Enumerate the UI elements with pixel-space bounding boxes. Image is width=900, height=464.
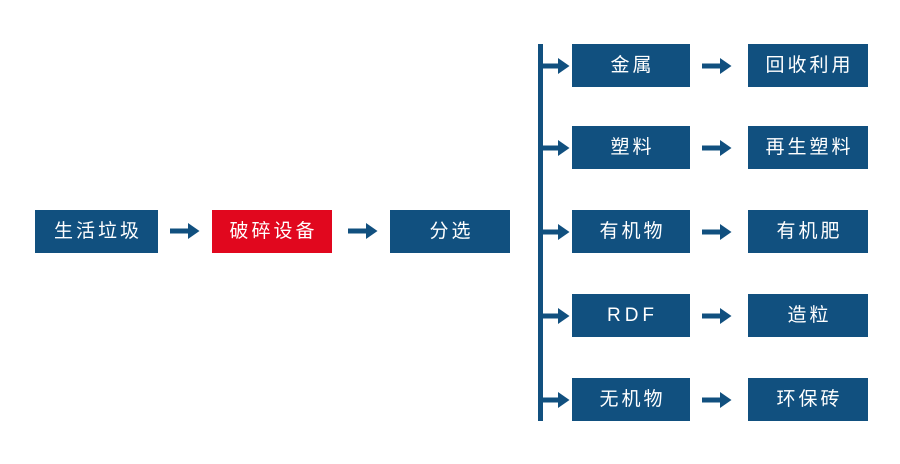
arrow-right-icon (702, 55, 732, 77)
arrow-right-icon (540, 305, 570, 327)
arrow-right-icon (702, 137, 732, 159)
node-product-organic-fertilizer[interactable]: 有机肥 (748, 210, 868, 253)
node-product-recycled-plastic[interactable]: 再生塑料 (748, 126, 868, 169)
arrow-right-icon (348, 220, 378, 242)
node-product-pelletizing[interactable]: 造粒 (748, 294, 868, 337)
node-crushing-equipment[interactable]: 破碎设备 (212, 210, 332, 253)
arrow-right-icon (540, 137, 570, 159)
arrow-right-icon (540, 389, 570, 411)
node-sorting[interactable]: 分选 (390, 210, 510, 253)
arrow-right-icon (540, 221, 570, 243)
branch-row: 金属 回收利用 (0, 44, 900, 87)
node-category-organic[interactable]: 有机物 (572, 210, 690, 253)
node-product-recycling[interactable]: 回收利用 (748, 44, 868, 87)
arrow-right-icon (702, 305, 732, 327)
branch-row: 有机物 有机肥 (0, 210, 900, 253)
branch-row: 无机物 环保砖 (0, 378, 900, 421)
arrow-right-icon (702, 389, 732, 411)
node-category-rdf[interactable]: RDF (572, 294, 690, 337)
arrow-right-icon (170, 220, 200, 242)
node-category-metal[interactable]: 金属 (572, 44, 690, 87)
node-waste[interactable]: 生活垃圾 (35, 210, 158, 253)
node-category-inorganic[interactable]: 无机物 (572, 378, 690, 421)
arrow-right-icon (702, 221, 732, 243)
branch-row: 塑料 再生塑料 (0, 126, 900, 169)
arrow-right-icon (540, 55, 570, 77)
node-category-plastic[interactable]: 塑料 (572, 126, 690, 169)
node-product-eco-brick[interactable]: 环保砖 (748, 378, 868, 421)
branch-row: RDF 造粒 (0, 294, 900, 337)
